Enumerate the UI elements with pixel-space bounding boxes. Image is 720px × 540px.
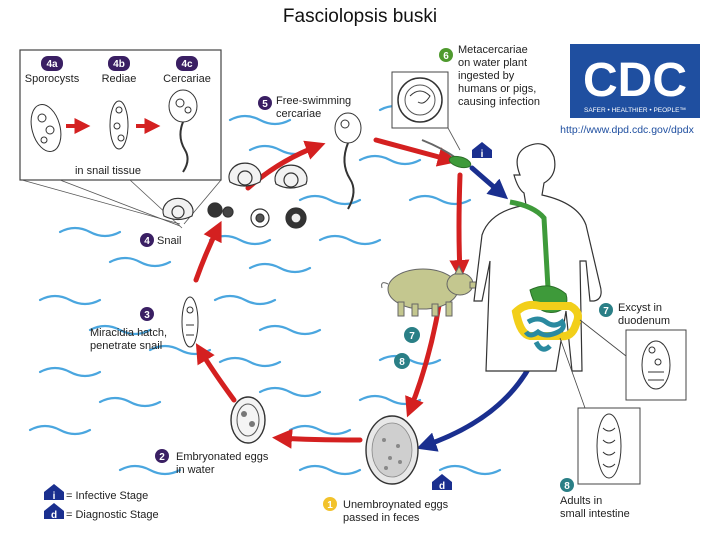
label-adults-in: Adults in	[560, 495, 602, 507]
badge-4a: 4a	[41, 56, 63, 71]
label-ingested-by: ingested by	[458, 70, 515, 82]
svg-text:7: 7	[409, 331, 415, 342]
label-humans-or-pigs: humans or pigs,	[458, 83, 536, 95]
legend-infective-marker: i	[44, 484, 64, 502]
svg-text:i: i	[53, 491, 56, 502]
cercaria-icon	[168, 89, 198, 173]
embryonated-egg-icon	[230, 396, 266, 444]
step-5: 5 Free-swimming cercariae	[258, 95, 362, 210]
miracidium-icon	[181, 296, 199, 348]
metacercaria-cyst-icon	[391, 71, 461, 151]
page-title: Fasciolopsis buski	[282, 6, 438, 27]
legend-diagnostic-label: = Diagnostic Stage	[66, 509, 159, 521]
label-cercariae-step5: cercariae	[276, 108, 321, 120]
label-cercariae: Cercariae	[163, 73, 211, 85]
label-rediae: Rediae	[102, 73, 137, 85]
cycle-arrows-blue	[416, 165, 533, 452]
svg-text:8: 8	[399, 357, 405, 368]
svg-text:3: 3	[144, 310, 150, 321]
svg-text:d: d	[439, 481, 445, 492]
svg-text:7: 7	[603, 306, 609, 317]
svg-text:4a: 4a	[46, 59, 58, 70]
svg-text:1: 1	[327, 500, 333, 511]
badge-4c: 4c	[176, 56, 198, 71]
cdc-logo-text: CDC	[583, 54, 687, 107]
legend-diagnostic-marker: d	[44, 503, 64, 521]
step-6: 6 Metacercariae on water plant ingested …	[391, 44, 540, 169]
legend-infective-label: = Infective Stage	[66, 490, 148, 502]
label-excyst: Excyst in	[618, 302, 662, 314]
adult-fluke-icon	[596, 413, 622, 479]
cdc-logo: CDC SAFER • HEALTHIER • PEOPLE™	[570, 44, 700, 118]
cdc-url-link[interactable]: http://www.dpd.cdc.gov/dpdx	[560, 124, 694, 136]
label-metacercariae: Metacercariae	[458, 44, 528, 56]
infective-stage-marker: i	[472, 142, 492, 160]
label-passed-in-feces: passed in feces	[343, 512, 420, 524]
label-in-water: in water	[176, 464, 215, 476]
svg-text:6: 6	[443, 51, 449, 62]
label-on-water-plant: on water plant	[458, 57, 527, 69]
pig-icon	[381, 264, 477, 317]
cercaria-free-icon	[334, 112, 362, 210]
pig-badge-8: 8	[394, 353, 410, 369]
snail-icon	[162, 162, 308, 229]
step-2: 2 Embryonated eggs in water	[155, 396, 269, 476]
step-7: 7 Excyst in duodenum	[579, 302, 687, 401]
excysted-fluke-icon	[641, 340, 671, 390]
label-miracidia-hatch: Miracidia hatch,	[90, 327, 167, 339]
redia-icon	[109, 100, 129, 150]
cdc-tagline: SAFER • HEALTHIER • PEOPLE™	[584, 107, 686, 114]
snail-tissue-inset: 4a 4b 4c Sporocysts Rediae Cercariae	[19, 49, 222, 229]
svg-text:5: 5	[262, 99, 268, 110]
label-causing-infection: causing infection	[458, 96, 540, 108]
label-penetrate-snail: penetrate snail	[90, 340, 162, 352]
label-snail: Snail	[157, 235, 181, 247]
svg-text:i: i	[481, 149, 484, 160]
label-in-duodenum: duodenum	[618, 315, 670, 327]
label-embryonated-eggs: Embryonated eggs	[176, 451, 269, 463]
svg-text:2: 2	[159, 452, 165, 463]
svg-text:4b: 4b	[113, 59, 125, 70]
label-free-swimming: Free-swimming	[276, 95, 351, 107]
human-figure-icon	[473, 143, 602, 372]
step-4: 4 Snail	[140, 162, 308, 247]
diagnostic-stage-marker: d	[432, 474, 452, 492]
step-8: 8 Adults in small intestine	[559, 337, 641, 520]
step-1: d 1 Unembroynated eggs passed in feces	[323, 415, 452, 524]
water-plant-icon	[421, 139, 472, 169]
label-sporocysts: Sporocysts	[25, 73, 80, 85]
svg-text:d: d	[51, 510, 57, 521]
svg-text:4: 4	[144, 236, 150, 247]
svg-text:8: 8	[564, 481, 570, 492]
step-3: 3 Miracidia hatch, penetrate snail	[90, 296, 199, 352]
label-in-snail-tissue: in snail tissue	[75, 165, 141, 177]
sporocyst-icon	[30, 104, 62, 152]
legend: i = Infective Stage d = Diagnostic Stage	[44, 484, 159, 521]
label-unembryonated-eggs: Unembroynated eggs	[343, 499, 449, 511]
svg-text:4c: 4c	[181, 59, 193, 70]
unembryonated-egg-icon	[365, 415, 419, 485]
label-small-intestine: small intestine	[560, 508, 630, 520]
badge-4b: 4b	[108, 56, 130, 71]
pig-badge-7: 7	[404, 327, 420, 343]
